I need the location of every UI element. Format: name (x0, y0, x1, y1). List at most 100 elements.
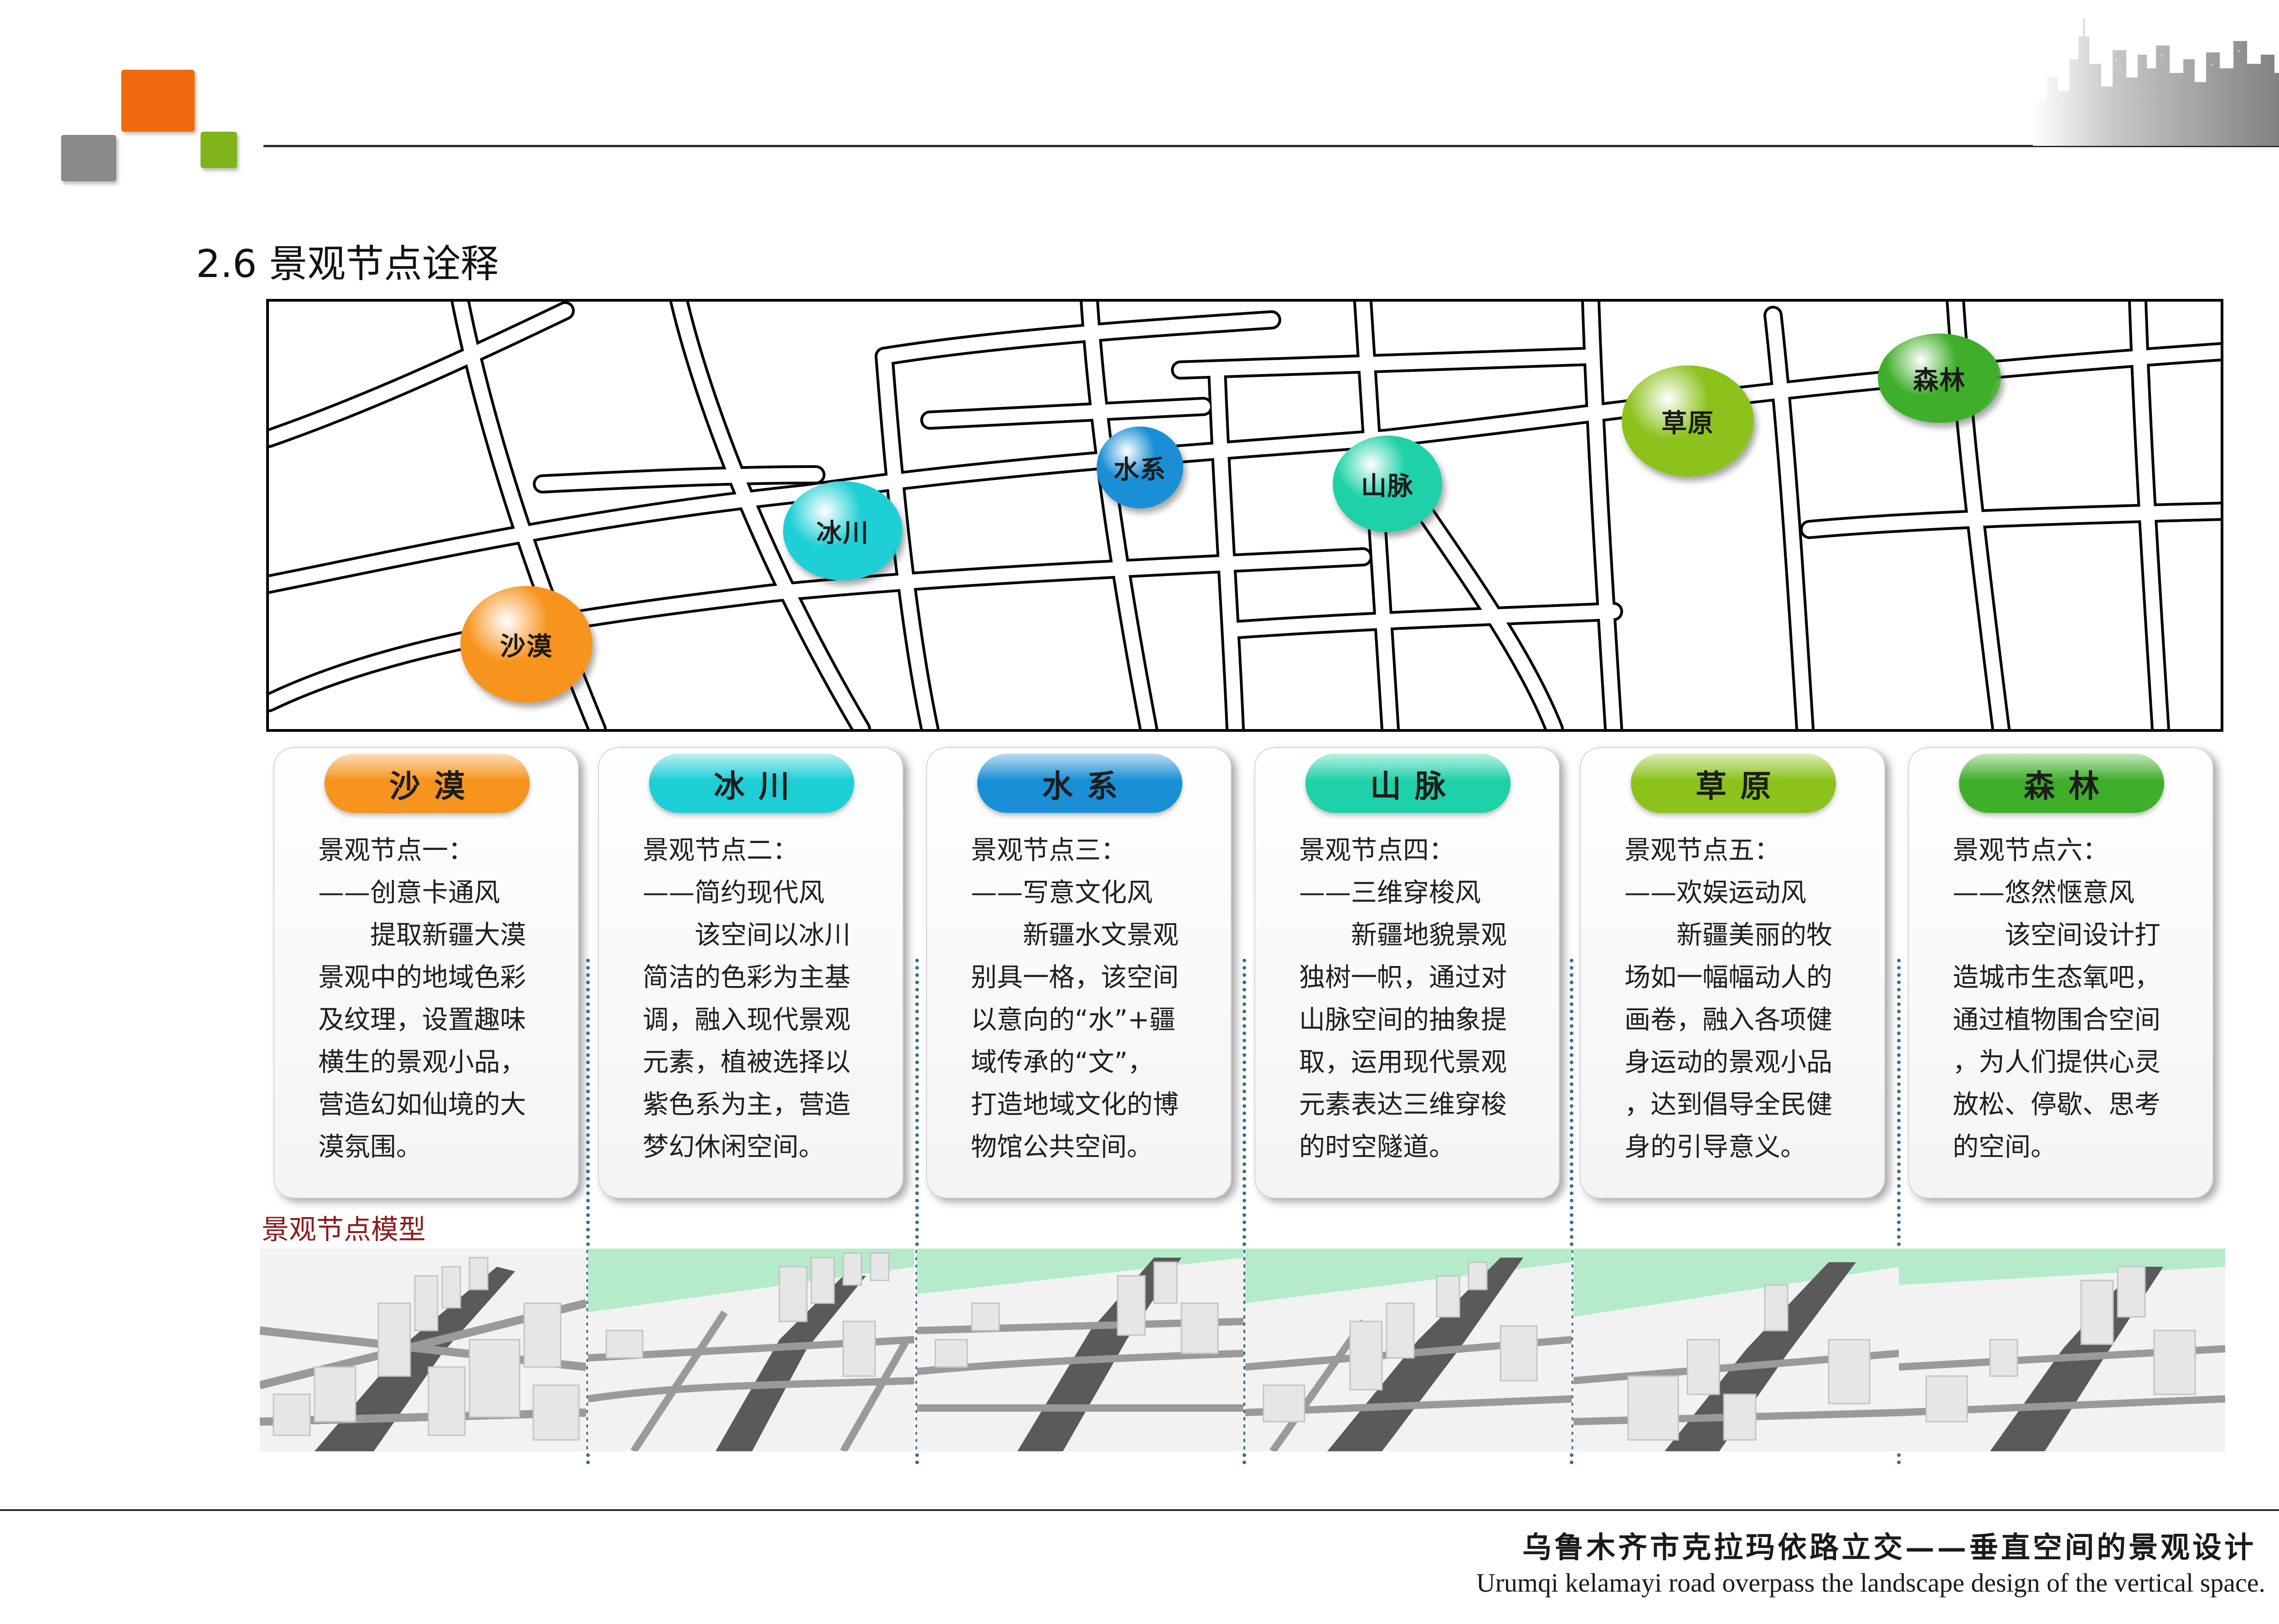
model-view-glacier (588, 1249, 914, 1451)
text-line: 新疆水文景观 (971, 920, 1179, 950)
node-card-title: 水系 (1042, 768, 1131, 805)
node-card-title-pill: 沙漠 (325, 754, 530, 813)
node-card-description: 景观节点三： ——写意文化风 新疆水文景观 别具一格，该空间 以意向的“水”+疆… (971, 829, 1208, 1168)
text-line: 通过植物围合空间 (1953, 1005, 2160, 1035)
text-line: 的时空隧道。 (1299, 1132, 1455, 1162)
node-card-glacier: 冰川 景观节点二： ——简约现代风 该空间以冰川 简洁的色彩为主基 调，融入现代… (598, 747, 903, 1198)
text-line: ，达到倡导全民健 (1624, 1090, 1832, 1120)
header-divider (263, 145, 2279, 147)
marker-label: 山脉 (1361, 471, 1414, 501)
logo-square-green (201, 132, 237, 168)
text-line: 景观中的地域色彩 (318, 962, 526, 992)
map-marker-desert[interactable]: 沙漠 (460, 586, 593, 703)
node-card-title-pill: 山脉 (1305, 754, 1511, 813)
text-line: 景观节点六： (1953, 835, 2109, 865)
marker-label: 森林 (1913, 365, 1966, 396)
text-line: 山脉空间的抽象提 (1299, 1005, 1507, 1035)
text-line: 紫色系为主，营造 (643, 1090, 851, 1120)
text-line: ，为人们提供心灵 (1953, 1047, 2160, 1077)
text-line: 景观节点一： (318, 835, 474, 865)
text-line: 景观节点五： (1624, 835, 1780, 865)
text-line: 梦幻休闲空间。 (643, 1132, 825, 1162)
map-marker-mountain[interactable]: 山脉 (1333, 436, 1442, 532)
node-card-title-pill: 草原 (1631, 754, 1836, 813)
dotted-divider (586, 959, 590, 1465)
footer-title-en: Urumqi kelamayi road overpass the landsc… (1476, 1568, 2265, 1598)
text-line: 打造地域文化的博 (971, 1090, 1179, 1120)
node-card-title-pill: 森林 (1959, 754, 2164, 813)
node-card-title: 草原 (1695, 768, 1785, 805)
node-map: 沙漠 冰川 水系 山脉 草原 森林 (266, 299, 2223, 732)
map-marker-forest[interactable]: 森林 (1878, 334, 2001, 423)
node-card-forest: 森林 景观节点六： ——悠然惬意风 该空间设计打 造城市生态氧吧， 通过植物围合… (1908, 747, 2213, 1198)
text-line: 元素，植被选择以 (643, 1047, 851, 1077)
logo-square-gray (61, 135, 116, 181)
text-line: 调，融入现代景观 (643, 1005, 851, 1035)
dotted-divider (1897, 959, 1901, 1465)
model-view-water (917, 1249, 1243, 1451)
node-card-desert: 沙漠 景观节点一： ——创意卡通风 提取新疆大漠 景观中的地域色彩 及纹理，设置… (273, 747, 579, 1198)
text-line: 身运动的景观小品 (1624, 1047, 1832, 1077)
text-line: 简洁的色彩为主基 (643, 962, 851, 992)
text-line: 以意向的“水”+疆 (971, 1005, 1176, 1035)
text-line: 场如一幅幅动人的 (1624, 962, 1832, 992)
text-line: 造城市生态氧吧， (1953, 962, 2160, 992)
marker-label: 冰川 (816, 518, 869, 548)
node-card-title: 森林 (2023, 768, 2113, 805)
text-line: 营造幻如仙境的大 (318, 1090, 526, 1120)
text-line: 该空间设计打 (1953, 920, 2160, 950)
node-card-title: 冰川 (713, 768, 803, 805)
text-line: 画卷，融入各项健 (1624, 1005, 1832, 1035)
text-line: 新疆美丽的牧 (1624, 920, 1832, 950)
node-card-grassland: 草原 景观节点五： ——欢娱运动风 新疆美丽的牧 场如一幅幅动人的 画卷，融入各… (1580, 747, 1885, 1198)
text-line: 别具一格，该空间 (971, 962, 1179, 992)
text-line: 漠氛围。 (318, 1132, 422, 1162)
text-line: 景观节点三： (971, 835, 1127, 865)
node-card-description: 景观节点六： ——悠然惬意风 该空间设计打 造城市生态氧吧， 通过植物围合空间 … (1953, 829, 2190, 1168)
text-line: 元素表达三维穿梭 (1299, 1090, 1507, 1120)
model-view-grassland (1573, 1249, 1900, 1451)
text-line: 提取新疆大漠 (318, 920, 526, 950)
node-card-title-pill: 冰川 (649, 754, 854, 813)
footer-title-cn: 乌鲁木齐市克拉玛依路立交——垂直空间的景观设计 (1522, 1531, 2256, 1565)
text-line: ——创意卡通风 (318, 878, 500, 908)
model-view-desert (260, 1249, 586, 1451)
page-title: 2.6 景观节点诠释 (196, 242, 499, 286)
dotted-divider (915, 959, 919, 1465)
text-line: 的空间。 (1953, 1132, 2057, 1162)
text-line: 新疆地貌景观 (1299, 920, 1507, 950)
node-card-title: 沙漠 (389, 768, 479, 805)
marker-label: 沙漠 (500, 632, 553, 662)
marker-label: 草原 (1661, 408, 1714, 438)
dotted-divider (1243, 959, 1246, 1465)
city-skyline-icon (2033, 18, 2279, 146)
text-line: 该空间以冰川 (643, 920, 851, 950)
map-marker-grassland[interactable]: 草原 (1622, 365, 1754, 477)
node-card-description: 景观节点一： ——创意卡通风 提取新疆大漠 景观中的地域色彩 及纹理，设置趣味 … (318, 829, 555, 1168)
map-marker-water[interactable]: 水系 (1097, 427, 1183, 509)
text-line: 景观节点四： (1299, 835, 1455, 865)
node-card-water: 水系 景观节点三： ——写意文化风 新疆水文景观 别具一格，该空间 以意向的“水… (926, 747, 1232, 1198)
node-card-title-pill: 水系 (977, 754, 1182, 813)
dotted-divider (1570, 959, 1573, 1465)
node-card-mountain: 山脉 景观节点四： ——三维穿梭风 新疆地貌景观 独树一帜，通过对 山脉空间的抽… (1254, 747, 1560, 1198)
node-card-description: 景观节点二： ——简约现代风 该空间以冰川 简洁的色彩为主基 调，融入现代景观 … (643, 829, 880, 1168)
text-line: 横生的景观小品， (318, 1047, 526, 1077)
text-line: 取，运用现代景观 (1299, 1047, 1507, 1077)
logo-square-orange (121, 70, 195, 132)
text-line: 域传承的“文”， (971, 1047, 1154, 1077)
text-line: ——写意文化风 (971, 878, 1153, 908)
text-line: ——三维穿梭风 (1299, 878, 1481, 908)
marker-label: 水系 (1114, 455, 1166, 485)
node-card-description: 景观节点五： ——欢娱运动风 新疆美丽的牧 场如一幅幅动人的 画卷，融入各项健 … (1624, 829, 1861, 1168)
text-line: 放松、停歇、思考 (1953, 1090, 2160, 1120)
map-marker-glacier[interactable]: 冰川 (783, 481, 902, 581)
text-line: 独树一帜，通过对 (1299, 962, 1507, 992)
text-line: 物馆公共空间。 (971, 1132, 1153, 1162)
text-line: ——简约现代风 (643, 878, 825, 908)
model-view-forest (1899, 1249, 2225, 1451)
models-section-title: 景观节点模型 (262, 1214, 426, 1246)
node-card-title: 山脉 (1370, 768, 1459, 805)
model-view-mountain (1245, 1249, 1572, 1451)
text-line: 景观节点二： (643, 835, 799, 865)
